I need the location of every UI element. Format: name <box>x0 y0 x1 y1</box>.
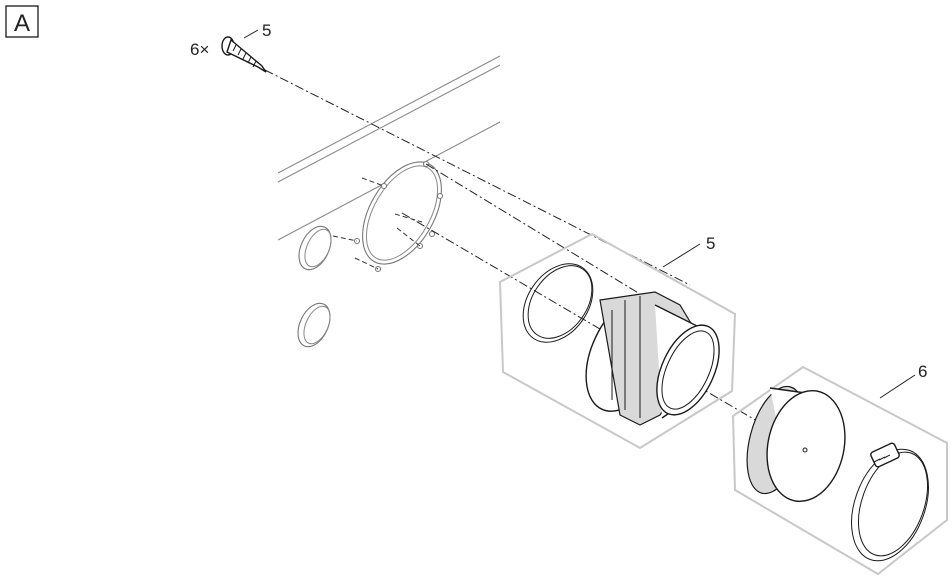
flange-group-frame <box>498 232 737 450</box>
clamp-band-outer <box>851 448 929 562</box>
o-ring-outer <box>522 263 594 343</box>
end-cap <box>746 385 846 503</box>
hose-clamp <box>851 442 929 562</box>
o-ring-inner <box>527 265 593 339</box>
locator-line <box>332 235 358 242</box>
screw-thread <box>232 44 257 68</box>
panel-label: A <box>5 5 39 38</box>
end-cap-center-hole <box>802 447 808 453</box>
panel-label-text: A <box>14 10 30 37</box>
locator-line <box>354 257 379 270</box>
locator-lines <box>332 177 423 270</box>
locator-line <box>394 213 423 223</box>
screw-part <box>221 36 267 73</box>
wall-openings <box>297 225 332 348</box>
o-ring <box>522 263 594 343</box>
screw-hole <box>380 182 388 190</box>
wall-gasket-inner <box>365 165 439 261</box>
cap-group-leader <box>879 374 916 399</box>
screw-leader <box>243 29 259 39</box>
screw-shank <box>226 38 267 73</box>
flange-group-ref-label: 5 <box>706 234 715 253</box>
locator-line <box>396 227 421 247</box>
clamp-screw-thread <box>873 454 891 463</box>
screw-ref-label: 5 <box>262 21 271 40</box>
locator-line <box>361 177 385 187</box>
panel-label-box <box>5 5 39 38</box>
upper-axis-line <box>425 163 646 298</box>
wall-edge-top-2 <box>277 64 501 183</box>
flange-tube-mouth <box>656 324 720 416</box>
cap-group-ref-label: 6 <box>918 362 927 381</box>
cap-group-frame <box>731 365 948 576</box>
wall-edge-top-1 <box>277 55 501 174</box>
clamp-screw-housing <box>870 442 900 468</box>
end-cap-face <box>766 389 846 503</box>
flange-group-leader <box>662 243 701 268</box>
screw-hole <box>436 192 444 200</box>
screw-quantity-label: 6× <box>190 40 209 59</box>
screw-hole <box>428 230 436 238</box>
assembly-axes <box>264 69 816 456</box>
flange-adapter <box>585 291 720 426</box>
upper-wall-opening-inner <box>304 228 332 268</box>
flange-ribs <box>611 296 641 418</box>
flange-tube-mouth-inner <box>661 330 715 410</box>
clamp-band-inner <box>858 451 928 557</box>
lower-wall-opening-inner <box>303 305 331 345</box>
